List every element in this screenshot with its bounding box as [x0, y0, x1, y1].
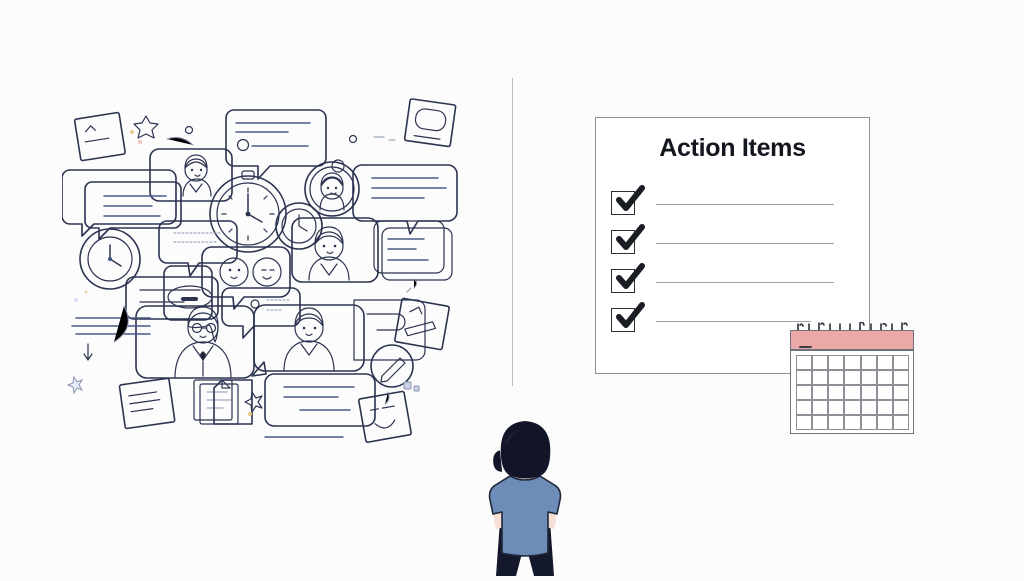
- video-tile-icon: [149, 137, 233, 202]
- calendar-day-cell: [828, 385, 845, 400]
- sticky-note-icon: [358, 390, 412, 443]
- stopwatch-icon: [209, 170, 287, 253]
- calendar-day-cell: [876, 355, 893, 370]
- calendar-day-cell: [892, 370, 909, 385]
- calendar-day-cell: [860, 415, 877, 430]
- checklist-item[interactable]: [611, 185, 856, 217]
- desk-calendar: [788, 322, 916, 436]
- calendar-day-cell: [860, 400, 877, 415]
- calendar-day-cell: [876, 370, 893, 385]
- calendar-day-cell: [828, 355, 845, 370]
- pencil-badge-icon: [370, 344, 414, 388]
- calendar-day-cell: [860, 370, 877, 385]
- chat-bubble-icon: [221, 287, 301, 339]
- checklist-item-line: [656, 282, 834, 284]
- calendar-day-cell: [892, 385, 909, 400]
- video-tile-icon: [135, 305, 255, 379]
- video-tile-icon: [291, 217, 453, 283]
- checklist-item-line: [656, 243, 834, 245]
- calendar-header: [790, 330, 914, 350]
- avatar-circle-icon: [304, 159, 360, 217]
- checklist-item-line: [656, 204, 834, 206]
- calendar-day-cell: [892, 415, 909, 430]
- video-tile-icon: [253, 304, 365, 372]
- wall-clock-icon: [79, 228, 141, 290]
- sticky-note-icon: [118, 377, 176, 430]
- calendar-day-cell: [812, 385, 829, 400]
- calendar-day-cell: [828, 370, 845, 385]
- calendar-day-cell: [796, 385, 813, 400]
- hair-highlight: [504, 429, 521, 445]
- shirt: [488, 475, 562, 557]
- calendar-day-cell: [844, 415, 861, 430]
- chat-bubble-icon: [251, 361, 376, 427]
- document-lines-icon: [71, 305, 151, 361]
- small-clock-icon: [275, 202, 323, 250]
- calendar-month-mark: [799, 346, 812, 349]
- calendar-day-cell: [892, 400, 909, 415]
- checkbox[interactable]: [611, 230, 635, 254]
- meeting-collage: .ol{stroke:#2b3350;stroke-width:1.6;stro…: [61, 92, 462, 452]
- calendar-day-cell: [860, 355, 877, 370]
- page-title: Action Items: [659, 134, 806, 162]
- calendar-day-cell: [796, 355, 813, 370]
- sticky-note-icon: [394, 297, 450, 351]
- calendar-day-cell: [812, 415, 829, 430]
- checkbox[interactable]: [611, 269, 635, 293]
- chat-bubble-icon: [61, 169, 182, 240]
- checkbox[interactable]: [611, 308, 635, 332]
- left-ear-hair: [493, 450, 503, 472]
- person-viewed-from-behind: [470, 413, 580, 576]
- calendar-day-cell: [796, 415, 813, 430]
- vertical-divider: [512, 78, 513, 386]
- chat-bubble-icon: [225, 109, 327, 180]
- sticky-note-icon: [73, 111, 126, 162]
- calendar-day-cell: [796, 400, 813, 415]
- calendar-day-cell: [844, 385, 861, 400]
- calendar-body: [790, 350, 914, 434]
- emoji-bubble-icon: [201, 246, 291, 310]
- calendar-day-cell: [876, 415, 893, 430]
- checklist-item-line: [656, 321, 811, 323]
- sticky-note-icon: [403, 98, 457, 148]
- chat-bubble-icon: [125, 276, 219, 320]
- calendar-day-cell: [844, 370, 861, 385]
- checklist-item[interactable]: [611, 224, 856, 256]
- hair: [500, 421, 551, 479]
- calendar-day-cell: [828, 400, 845, 415]
- checkbox[interactable]: [611, 191, 635, 215]
- checklist-item[interactable]: [611, 263, 856, 295]
- calendar-day-cell: [876, 400, 893, 415]
- calendar-grid: [796, 355, 909, 430]
- chat-bubble-icon: [158, 220, 238, 277]
- calendar-day-cell: [860, 385, 877, 400]
- calendar-day-cell: [828, 415, 845, 430]
- calendar-day-cell: [812, 400, 829, 415]
- star-icon: [133, 115, 159, 139]
- calendar-day-cell: [844, 355, 861, 370]
- calendar-day-cell: [876, 385, 893, 400]
- calendar-day-cell: [892, 355, 909, 370]
- calendar-day-cell: [796, 370, 813, 385]
- calendar-day-cell: [812, 370, 829, 385]
- documents-icon: [193, 379, 253, 425]
- calendar-day-cell: [812, 355, 829, 370]
- calendar-day-cell: [844, 400, 861, 415]
